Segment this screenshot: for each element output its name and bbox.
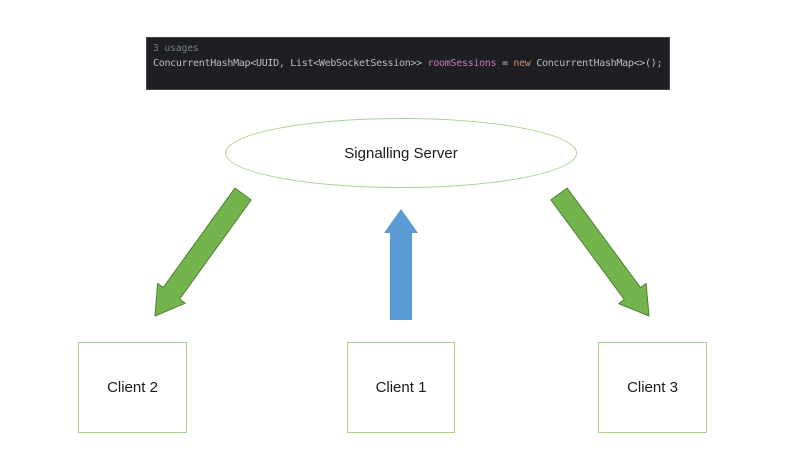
client3-box: Client 3 bbox=[598, 342, 707, 433]
arrow-server-to-client2-icon bbox=[154, 187, 252, 317]
client2-box: Client 2 bbox=[78, 342, 187, 433]
client1-box: Client 1 bbox=[347, 342, 455, 433]
arrow-server-to-client3-icon bbox=[550, 187, 650, 317]
usages-count-label: 3 usages bbox=[153, 43, 199, 54]
code-token-field-name: roomSessions bbox=[427, 58, 497, 69]
code-token-new-keyword: new bbox=[513, 58, 531, 69]
code-token-assign: = bbox=[496, 58, 514, 69]
signalling-server-label: Signalling Server bbox=[344, 144, 458, 162]
client1-label: Client 1 bbox=[375, 379, 427, 396]
arrow-client1-to-server-icon bbox=[384, 209, 418, 320]
client3-label: Client 3 bbox=[627, 379, 678, 396]
code-snippet-panel: 3 usages ConcurrentHashMap<UUID, List<We… bbox=[146, 37, 670, 90]
code-token-type: ConcurrentHashMap<UUID, List<WebSocketSe… bbox=[153, 58, 428, 69]
client2-label: Client 2 bbox=[107, 379, 158, 396]
signalling-server-ellipse: Signalling Server bbox=[225, 118, 577, 188]
code-line: ConcurrentHashMap<UUID, List<WebSocketSe… bbox=[153, 55, 663, 73]
code-token-constructor: ConcurrentHashMap<>(); bbox=[530, 58, 663, 69]
